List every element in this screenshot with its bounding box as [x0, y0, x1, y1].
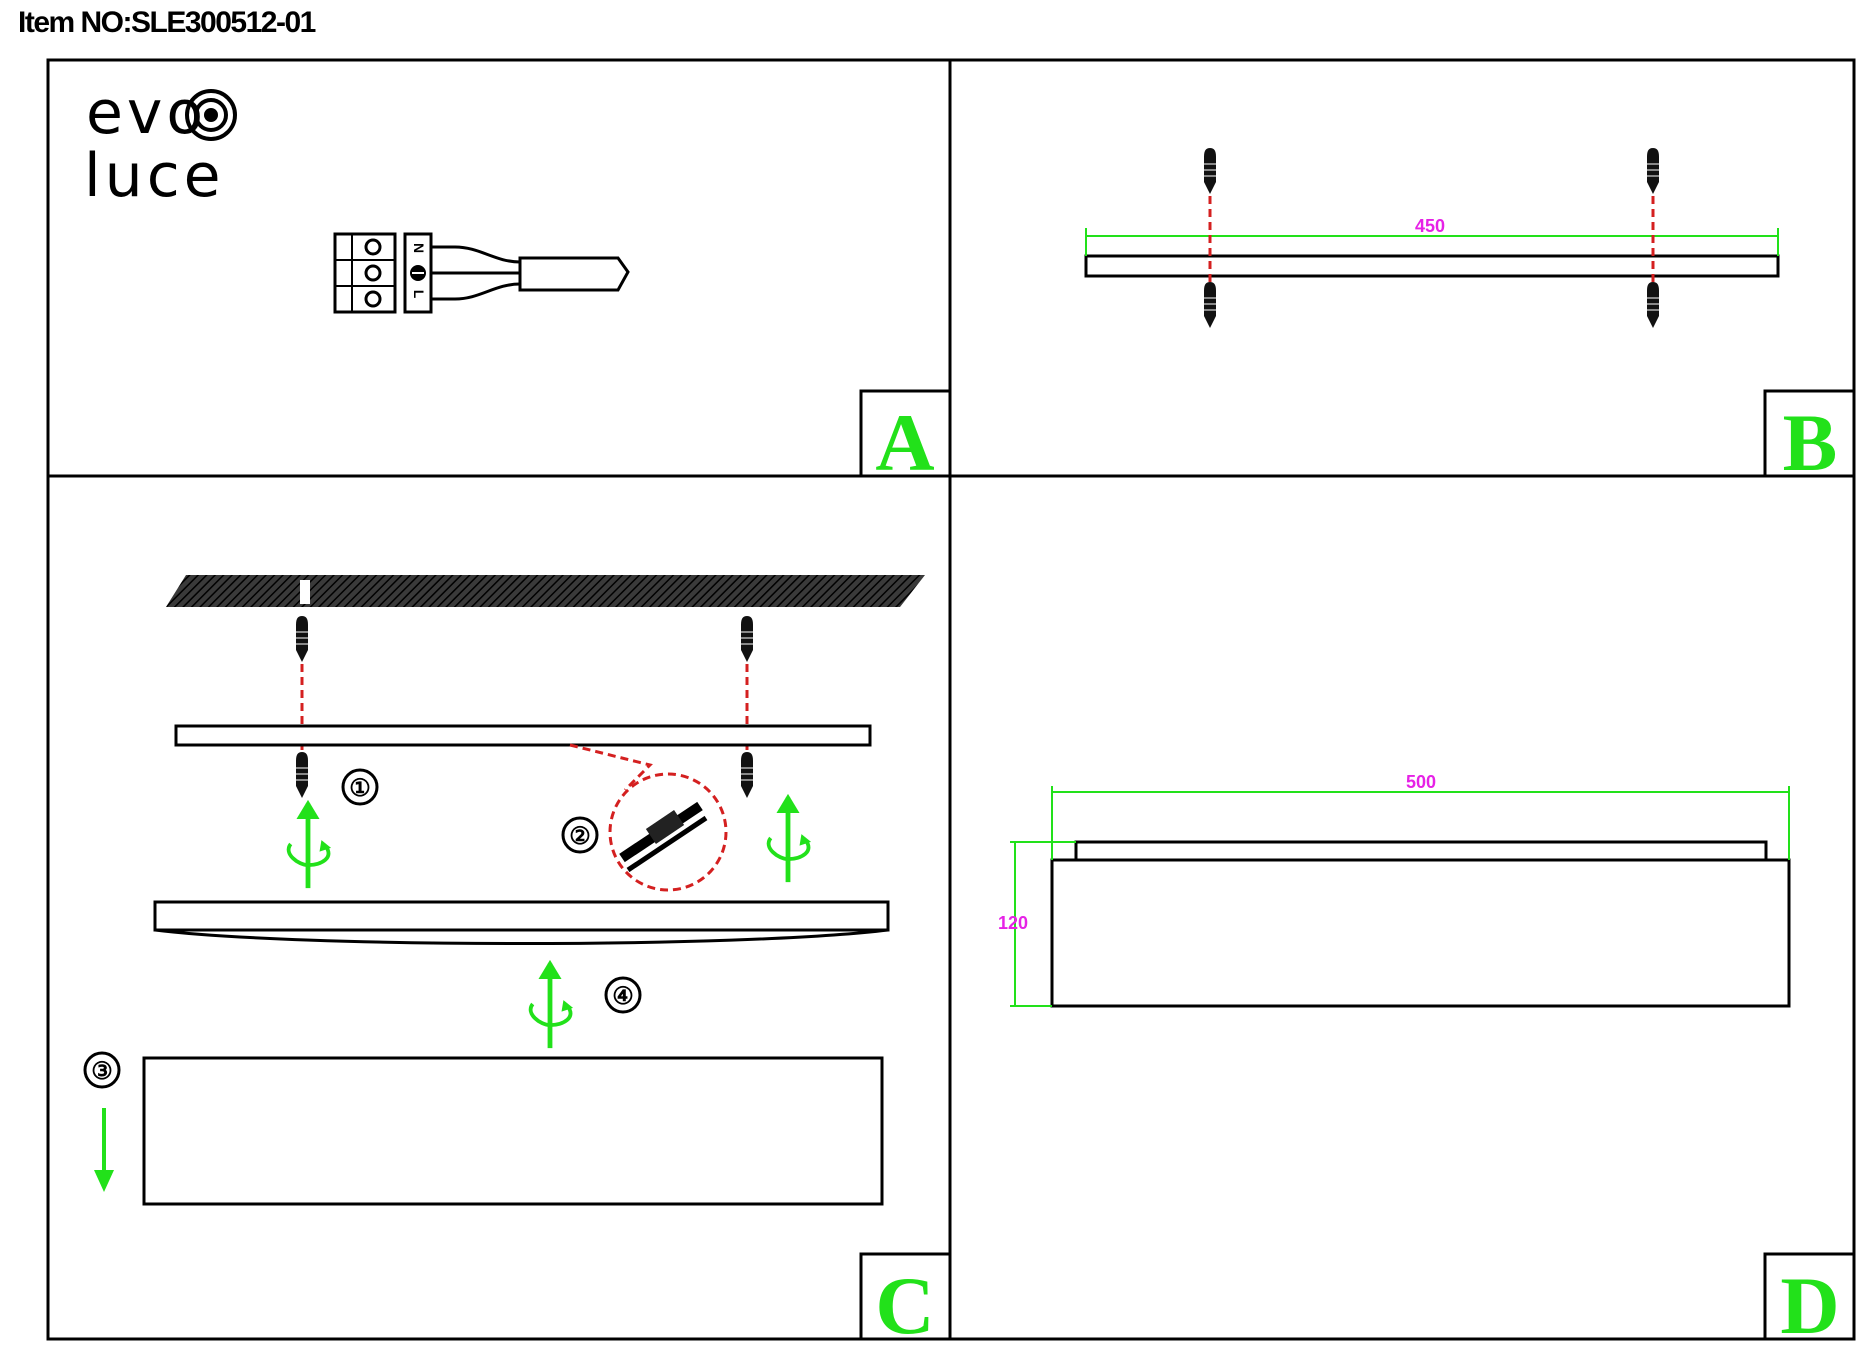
lamp-body: [153, 900, 890, 932]
panel-c-label-box: C: [859, 1252, 952, 1351]
screw-icon: [1203, 148, 1217, 194]
svg-text:A: A: [875, 397, 934, 488]
step-2-label: ②: [569, 823, 591, 850]
earth-icon: [410, 265, 426, 281]
terminal-label-l: L: [411, 290, 427, 299]
mount-spacing-label: 450: [1415, 216, 1445, 236]
panel-b-label-box: B: [1763, 389, 1856, 488]
rotate-arrow-icon: [289, 800, 331, 888]
installation-steps-diagram: ① ② ④ ③: [83, 575, 925, 1206]
step-3-label: ③: [91, 1058, 113, 1085]
terminal-block-diagram: N L: [333, 232, 630, 314]
logo-line-2: luce: [84, 141, 225, 211]
screw-icon: [740, 752, 754, 798]
connector-icon: [619, 801, 708, 873]
mounting-bracket-diagram: 450: [1084, 148, 1780, 328]
height-label: 120: [998, 913, 1028, 933]
screw-icon: [740, 616, 754, 662]
screw-icon: [1646, 148, 1660, 194]
mounting-bracket: [174, 724, 872, 747]
product-dimensions-diagram: 500 120: [998, 772, 1791, 1008]
step-4-label: ④: [612, 983, 634, 1010]
rotate-arrow-icon: [531, 960, 573, 1048]
width-label: 500: [1406, 772, 1436, 792]
screw-icon: [1646, 282, 1660, 328]
svg-text:C: C: [875, 1260, 934, 1351]
svg-text:D: D: [1780, 1260, 1839, 1351]
concentric-circle-icon: [185, 89, 237, 141]
svg-text:B: B: [1783, 397, 1838, 488]
item-number: Item NO:SLE300512-01: [18, 6, 316, 39]
panel-d-label-box: D: [1763, 1252, 1856, 1351]
terminal-label-n: N: [411, 243, 427, 253]
screw-icon: [295, 752, 309, 798]
step-1-label: ①: [349, 775, 371, 802]
screw-icon: [1203, 282, 1217, 328]
diffuser-cover: [142, 1056, 884, 1206]
brand-logo: evo luce: [84, 78, 237, 211]
ceiling-surface: [166, 575, 925, 607]
down-arrow-icon: [94, 1170, 114, 1192]
logo-line-1: evo: [86, 78, 207, 148]
rotate-arrow-icon: [769, 794, 811, 882]
panel-a-label-box: A: [859, 389, 952, 488]
screw-icon: [295, 616, 309, 662]
